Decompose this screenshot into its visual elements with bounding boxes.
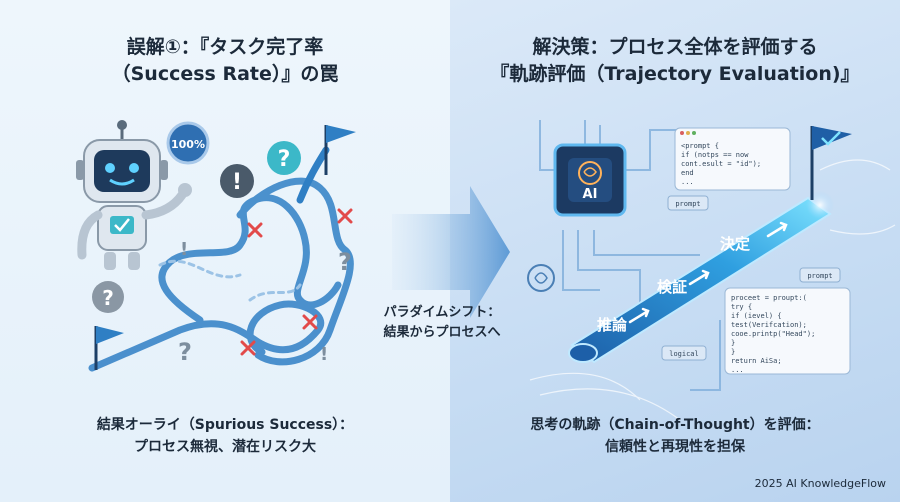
svg-text:?: ? — [338, 248, 352, 276]
left-caption-line2: プロセス無視、潜在リスク大 — [134, 439, 316, 455]
sparkle-lines — [529, 159, 896, 421]
flag-icon — [94, 326, 124, 370]
svg-text:!: ! — [180, 239, 188, 260]
step-decision: 決定 — [720, 235, 750, 253]
right-caption-line2: 信頼性と再現性を担保 — [605, 439, 745, 455]
goal-flag-icon — [810, 126, 852, 200]
badge-label: 100% — [171, 138, 205, 151]
paradigm-shift-label: パラダイムシフト： 結果からプロセスへ — [362, 303, 522, 343]
code-line: proceet = proupt:( — [731, 294, 807, 302]
svg-text:?: ? — [278, 147, 291, 172]
left-caption-line1: 結果オーライ（Spurious Success）： — [96, 417, 354, 433]
prompt-tag: prompt — [667, 195, 709, 211]
right-title-line2: 『軌跡評価（Trajectory Evaluation)』 — [490, 63, 860, 85]
messy-path — [88, 146, 354, 372]
left-title-line2: （Success Rate）』の罠 — [111, 63, 339, 85]
code-line: } — [731, 339, 735, 347]
code-line: ... — [731, 366, 744, 374]
error-x-icon — [240, 208, 353, 356]
code-line: test(Verifcation); — [731, 321, 807, 329]
exclamation-bubble-icon: ! — [220, 164, 254, 198]
code-line: if (ievel) { — [731, 312, 782, 320]
svg-text:prompt: prompt — [807, 272, 832, 280]
code-line: ... — [681, 178, 694, 186]
svg-text:?: ? — [178, 338, 192, 366]
left-caption: 結果オーライ（Spurious Success）： プロセス無視、潜在リスク大 — [35, 414, 415, 458]
step-label: 推論 検証 決定 — [597, 235, 750, 334]
code-line: <prompt { — [681, 142, 719, 150]
left-title: 誤解①：『タスク完了率 （Success Rate）』の罠 — [0, 34, 450, 88]
robot-icon — [76, 120, 192, 270]
footer-credit: 2025 AI KnowledgeFlow — [754, 477, 886, 490]
step-reasoning: 推論 — [597, 316, 628, 334]
svg-text:prompt: prompt — [675, 200, 700, 208]
code-line: cooe.printp("Head"); — [731, 330, 815, 338]
question-bubble-icon: ? — [267, 141, 301, 175]
code-line: if (notps == now — [681, 151, 749, 159]
svg-text:<prompt { if (notps ==: <prompt { if (notps == now cont.esult = … — [681, 142, 765, 186]
right-title-line1: 解決策：プロセス全体を評価する — [532, 36, 818, 58]
question-bubble-icon: ? — [92, 281, 124, 313]
flag-icon — [324, 125, 356, 175]
code-line: } — [731, 348, 735, 356]
step-arrow-icon — [628, 221, 788, 324]
svg-text:logical: logical — [669, 350, 699, 358]
brain-icon — [527, 264, 555, 292]
ai-chip-icon: AI — [553, 143, 627, 217]
chip-label: AI — [583, 187, 598, 202]
svg-text:!: ! — [320, 344, 328, 365]
svg-text:!: ! — [232, 170, 242, 195]
question-mark-icon: ? ? ! ! — [178, 239, 352, 366]
code-snippet-top: <prompt { if (notps == now cont.esult = … — [674, 127, 791, 191]
right-title: 解決策：プロセス全体を評価する 『軌跡評価（Trajectory Evaluat… — [450, 34, 900, 88]
svg-text:proceet = proupt:( try: proceet = proupt:( try { if (ievel) { te… — [731, 294, 820, 374]
right-panel — [450, 0, 900, 502]
step-verification: 検証 — [657, 278, 687, 296]
left-title-line1: 誤解①：『タスク完了率 — [126, 36, 324, 58]
code-line: return AiSa; — [731, 357, 782, 365]
code-line: end — [681, 169, 694, 177]
logical-tag: logical — [661, 345, 707, 361]
code-snippet-bottom: proceet = proupt:( try { if (ievel) { te… — [724, 287, 851, 375]
right-caption-line1: 思考の軌跡（Chain-of-Thought）を評価： — [530, 417, 820, 433]
right-caption: 思考の軌跡（Chain-of-Thought）を評価： 信頼性と再現性を担保 — [485, 414, 865, 458]
shift-line2: 結果からプロセスへ — [383, 325, 501, 340]
code-line: try { — [731, 303, 752, 311]
shift-line1: パラダイムシフト： — [383, 305, 501, 320]
code-line: cont.esult = "id"); — [681, 160, 761, 168]
transition-arrow — [392, 186, 510, 318]
svg-text:?: ? — [102, 286, 114, 310]
prompt-tag: prompt — [799, 267, 841, 283]
success-badge: 100% — [166, 121, 210, 165]
